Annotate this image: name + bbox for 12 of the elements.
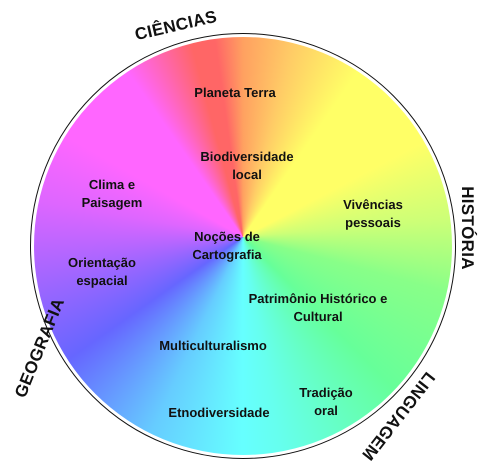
- topic-label: Tradição oral: [298, 384, 354, 420]
- topic-label: Planeta Terra: [193, 84, 277, 102]
- topic-label: Patrimônio Histórico e Cultural: [248, 290, 388, 326]
- topic-label: Vivências pessoais: [342, 196, 404, 232]
- topic-label: Multiculturalismo: [158, 337, 268, 355]
- topic-label: Clima e Paisagem: [80, 176, 144, 212]
- topic-label: Orientação espacial: [67, 254, 137, 290]
- topic-label: Noções de Cartografia: [191, 228, 263, 264]
- area-label: HISTÓRIA: [457, 186, 477, 270]
- topic-label: Biodiversidade local: [199, 148, 295, 184]
- area-label: CIÊNCIAS: [133, 6, 219, 46]
- topic-label: Etnodiversidade: [167, 404, 271, 422]
